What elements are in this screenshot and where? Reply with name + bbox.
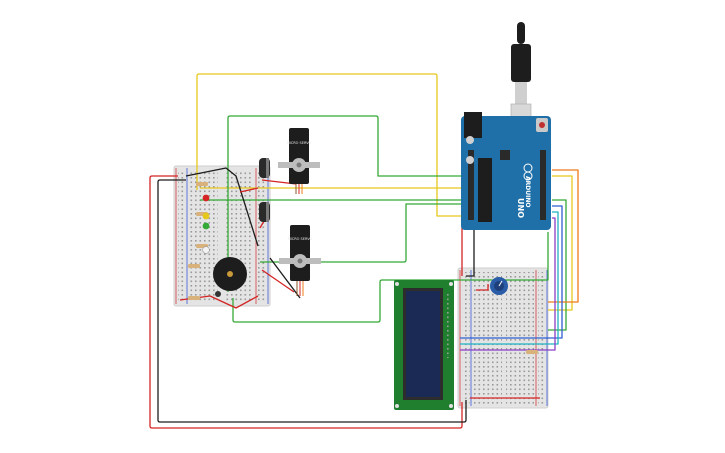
wire-red-j1 — [239, 187, 259, 193]
wire-green-servo — [260, 203, 470, 263]
wire-green-top — [227, 115, 470, 292]
arduino-brand: ARDUINO — [524, 176, 531, 207]
wire-black-servo — [269, 257, 301, 299]
wire-black-bb — [185, 167, 259, 247]
led-yellow — [202, 212, 210, 220]
wire-cyan — [460, 211, 559, 345]
reset-label: RESET — [537, 113, 547, 117]
wire-black-arduino — [466, 230, 475, 277]
servo-2: MICRO SERVO — [279, 225, 321, 296]
servo-2-label: MICRO SERVO — [288, 237, 313, 241]
wire-yellow-right — [548, 175, 573, 311]
potentiometer — [490, 277, 508, 295]
wire-red-j3 — [261, 269, 295, 293]
arduino-model: UNO — [516, 198, 525, 218]
resistor-1 — [196, 182, 208, 186]
wire-red-pot — [476, 284, 489, 291]
wire-yellow-top — [196, 73, 470, 217]
led-red — [202, 194, 210, 202]
led-white — [202, 246, 210, 254]
servo-1: MICRO SERVO — [278, 128, 320, 194]
wire-purple — [460, 217, 556, 351]
wire-black-outer — [157, 179, 467, 423]
breadboard-left — [173, 165, 271, 307]
lcd-display — [394, 280, 454, 410]
left-components — [188, 182, 221, 300]
arduino-uno: RESET ARDUINO UNO — [461, 112, 551, 230]
capacitor-1 — [259, 158, 270, 178]
wire-blue — [460, 205, 563, 339]
servo-1-label: MICRO SERVO — [287, 141, 312, 145]
wire-red-outer — [149, 175, 463, 429]
resistor-right — [526, 350, 538, 354]
buzzer — [213, 257, 247, 291]
resistor-5 — [188, 296, 200, 300]
wire-orange — [548, 169, 579, 303]
wire-green-lcd — [232, 232, 549, 323]
resistor-4 — [188, 264, 200, 268]
led-green — [202, 222, 210, 230]
pushbutton — [215, 291, 221, 297]
capacitor-2 — [259, 202, 270, 222]
wire-green-right — [548, 199, 567, 331]
